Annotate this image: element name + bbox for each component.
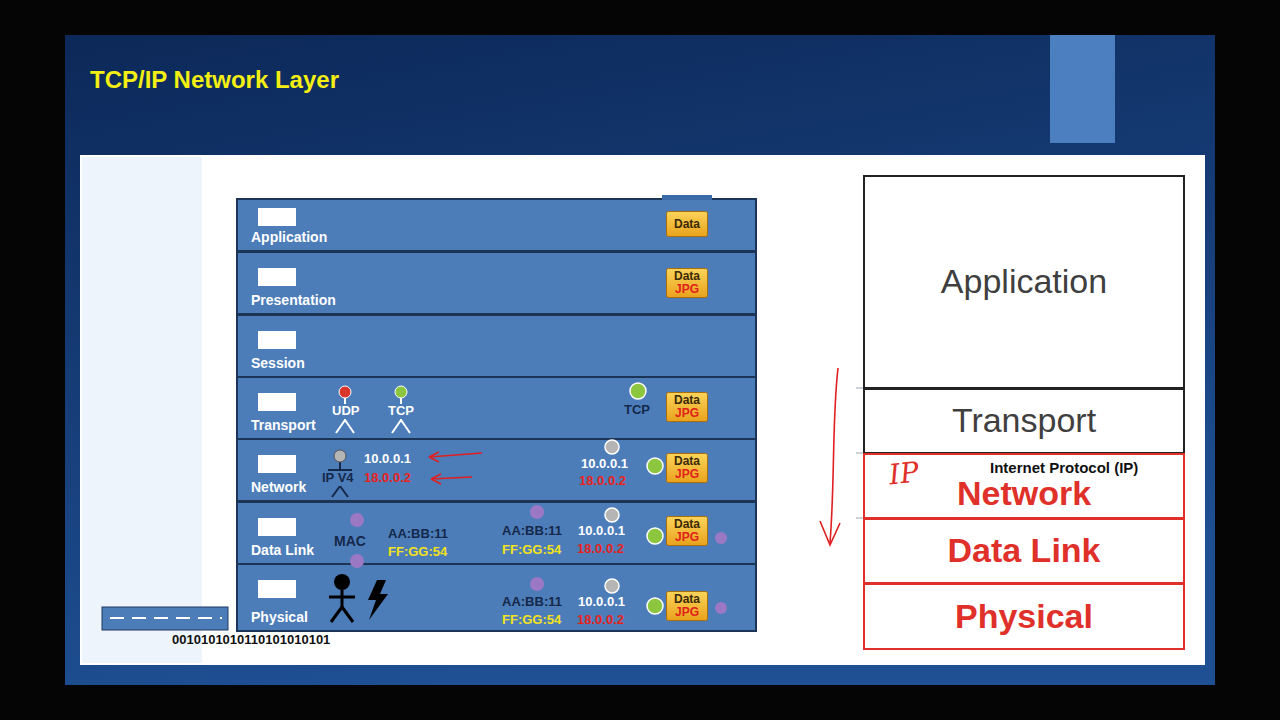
file-type: JPG	[675, 407, 699, 420]
layer-name: Session	[251, 355, 305, 371]
data-envelope: DataJPG	[666, 268, 708, 298]
mark: UDP	[330, 404, 361, 419]
ip-address: 18.0.0.2	[577, 613, 624, 628]
osi-layer-band: DataApplication	[238, 200, 755, 250]
protocol-name: IP V4	[320, 471, 356, 486]
layer-name: Physical	[955, 598, 1093, 635]
mac-address: FF:GG:54	[388, 545, 447, 560]
binary-stream: 0010101010110101010101	[172, 633, 330, 648]
data-envelope: Data	[666, 211, 708, 237]
envelope-text: Data	[674, 593, 700, 606]
layer-name: Application	[941, 263, 1107, 300]
tcpip-layer-box: Transport	[863, 388, 1185, 454]
osi-layer-band: Session	[238, 316, 755, 376]
file-type: JPG	[675, 606, 699, 619]
data-envelope: DataJPG	[666, 453, 708, 483]
envelope-text: Data	[674, 455, 700, 468]
data-envelope: DataJPG	[666, 591, 708, 621]
protocol-name: MAC	[334, 533, 366, 549]
annotation: Internet Protocol (IP)	[990, 459, 1138, 476]
layer-name: Network	[251, 479, 306, 495]
tcpip-layer-box: Data Link	[863, 518, 1185, 584]
osi-layer-band: DataJPG Presentation	[238, 253, 755, 313]
file-type: JPG	[675, 468, 699, 481]
handwritten-note: IP	[887, 457, 920, 492]
tcpip-layer-box: Application	[863, 175, 1185, 389]
layer-name: Transport	[952, 402, 1096, 439]
file-type: JPG	[675, 283, 699, 296]
envelope-text: Data	[674, 518, 700, 531]
layer-name: Presentation	[251, 292, 336, 308]
osi-layer-band: DataJPG Transport	[238, 378, 755, 438]
osi-layer-band: DataJPG Data Link	[238, 503, 755, 563]
ip-address: 18.0.0.2	[579, 474, 626, 489]
layer-name: Data Link	[947, 532, 1100, 569]
envelope-text: Data	[674, 270, 700, 283]
protocol-name: TCP	[624, 403, 650, 418]
layer-name: Transport	[251, 417, 316, 433]
tcpip-layer-box: Physical	[863, 583, 1185, 650]
ip-address: 10.0.0.1	[578, 595, 625, 610]
osi-layer-band: DataJPG Network	[238, 440, 755, 500]
layer-name: Data Link	[251, 542, 314, 558]
slide-title: TCP/IP Network Layer	[90, 66, 339, 94]
envelope-text: Data	[674, 394, 700, 407]
mac-address: FF:GG:54	[502, 613, 561, 628]
ip-address: 18.0.0.2	[577, 542, 624, 557]
layer-name: Application	[251, 229, 327, 245]
envelope-text: Data	[674, 218, 700, 231]
osi-layer-band: DataJPG Physical	[238, 565, 755, 630]
mac-address: AA:BB:11	[388, 527, 448, 542]
mac-address: FF:GG:54	[502, 543, 561, 558]
data-envelope: DataJPG	[666, 516, 708, 546]
layer-name: Physical	[251, 609, 308, 625]
ip-address: 10.0.0.1	[581, 457, 628, 472]
ip-address: 18.0.0.2	[364, 471, 411, 486]
mac-address: AA:BB:11	[502, 524, 562, 539]
ip-address: 10.0.0.1	[578, 524, 625, 539]
mac-address: AA:BB:11	[502, 595, 562, 610]
mark: TCP	[386, 404, 416, 419]
file-type: JPG	[675, 531, 699, 544]
layer-name: Network	[957, 475, 1091, 512]
data-envelope: DataJPG	[666, 392, 708, 422]
ip-address: 10.0.0.1	[364, 452, 411, 467]
